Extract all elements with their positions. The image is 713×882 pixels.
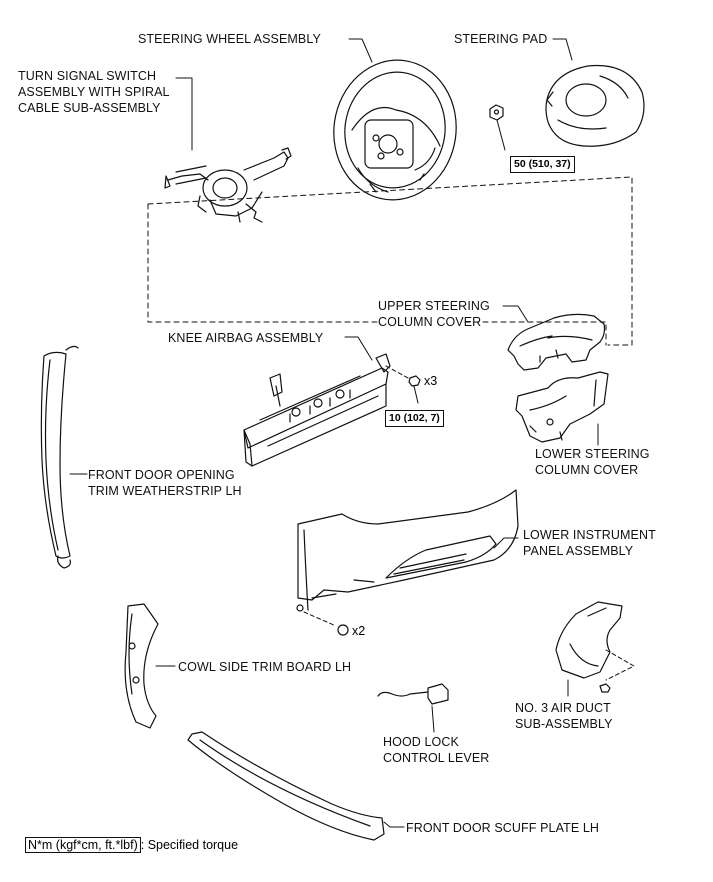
label-lower-instrument-panel-assembly: LOWER INSTRUMENT PANEL ASSEMBLY: [523, 528, 656, 558]
leader-lines: [69, 38, 599, 828]
cowl-side-trim-drawing: [124, 603, 159, 729]
label-cowl-side-trim-board: COWL SIDE TRIM BOARD LH: [178, 660, 352, 674]
label-front-door-opening-trim-weatherstrip: FRONT DOOR OPENING TRIM WEATHERSTRIP LH: [88, 468, 242, 498]
scuff-plate-drawing: [187, 731, 385, 841]
hood-lock-lever-drawing: [377, 683, 449, 733]
steering-wheel-nut: [489, 104, 506, 151]
label-turn-signal-switch: TURN SIGNAL SWITCH ASSEMBLY WITH SPIRAL …: [18, 69, 170, 115]
upper-column-cover-drawing: [507, 313, 606, 371]
torque-spec-steering-wheel-nut: 50 (510, 37): [510, 156, 575, 173]
lower-panel-screw: [303, 611, 349, 636]
quantity-lower-panel-screws: x2: [352, 624, 366, 638]
label-hood-lock-control-lever: HOOD LOCK CONTROL LEVER: [383, 735, 490, 765]
lower-column-cover-drawing: [515, 371, 609, 443]
label-knee-airbag-assembly: KNEE AIRBAG ASSEMBLY: [168, 331, 324, 345]
label-no3-air-duct: NO. 3 AIR DUCT SUB-ASSEMBLY: [515, 701, 613, 731]
torque-legend-units: N*m (kgf*cm, ft.*lbf): [25, 837, 141, 853]
knee-airbag-bolt: [385, 365, 421, 404]
label-steering-wheel-assembly: STEERING WHEEL ASSEMBLY: [138, 32, 321, 46]
torque-legend: N*m (kgf*cm, ft.*lbf): Specified torque: [25, 837, 239, 853]
lower-instrument-panel-drawing: [296, 489, 519, 612]
knee-airbag-drawing: [243, 353, 391, 467]
air-duct-drawing: [555, 601, 635, 693]
quantity-knee-airbag-bolts: x3: [424, 374, 438, 388]
steering-wheel-drawing: [333, 59, 457, 201]
assembly-group-dashed-outline: [147, 176, 633, 346]
torque-legend-text: : Specified torque: [140, 838, 239, 852]
label-lower-steering-column-cover: LOWER STEERING COLUMN COVER: [535, 447, 650, 477]
torque-spec-knee-airbag-bolt: 10 (102, 7): [385, 410, 444, 427]
label-upper-steering-column-cover: UPPER STEERING COLUMN COVER: [378, 299, 490, 329]
weatherstrip-drawing: [40, 345, 79, 569]
turn-signal-switch-drawing: [164, 147, 292, 223]
label-steering-pad: STEERING PAD: [454, 32, 548, 46]
steering-pad-drawing: [545, 64, 645, 147]
label-front-door-scuff-plate: FRONT DOOR SCUFF PLATE LH: [406, 821, 600, 835]
